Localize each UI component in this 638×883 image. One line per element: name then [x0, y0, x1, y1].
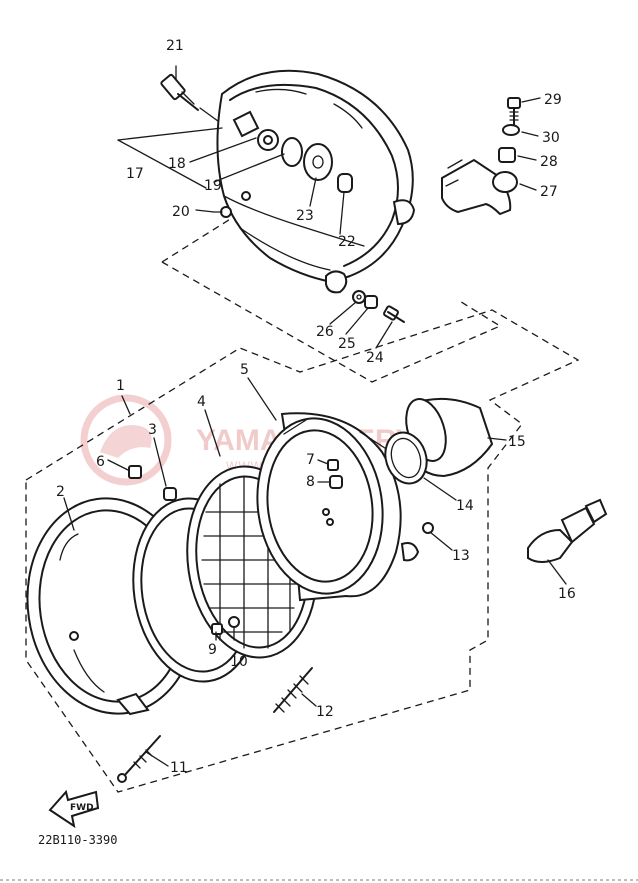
part-5-reflector-case [256, 412, 420, 602]
part-label-19: 19 [204, 178, 222, 194]
part-label-27: 27 [540, 184, 558, 200]
part-label-23: 23 [296, 208, 314, 224]
group-boundaries [25, 217, 580, 793]
part-label-3: 3 [148, 422, 157, 438]
part-label-25: 25 [338, 336, 356, 352]
part-label-15: 15 [508, 434, 526, 450]
part-label-14: 14 [456, 498, 474, 514]
bulb-socket-boot [384, 397, 494, 485]
part-label-28: 28 [540, 154, 558, 170]
part-label-26: 26 [316, 324, 334, 340]
part-label-18: 18 [168, 156, 186, 172]
part-label-5: 5 [240, 362, 249, 378]
part-label-2: 2 [56, 484, 65, 500]
part-label-29: 29 [544, 92, 562, 108]
part-12-spring [273, 667, 313, 713]
adjust-screw-set [352, 290, 405, 323]
part-label-7: 7 [306, 452, 315, 468]
part-16-bulb [527, 498, 608, 563]
mount-bracket [441, 97, 521, 216]
part-label-6: 6 [96, 454, 105, 470]
watermark-logo-icon [80, 394, 172, 486]
leader-lines [63, 97, 567, 767]
part-label-21: 21 [166, 38, 184, 54]
part-label-30: 30 [542, 130, 560, 146]
headlight-housing [213, 69, 416, 294]
part-label-12: 12 [316, 704, 334, 720]
part-label-8: 8 [306, 474, 315, 490]
part-label-10: 10 [230, 654, 248, 670]
part-labels: 1 2 3 4 5 6 7 8 9 10 11 12 13 14 15 16 1… [56, 38, 576, 776]
part-11-screw [117, 735, 161, 783]
diagram-code: 22B110-3390 [38, 833, 117, 847]
part-label-17: 17 [126, 166, 144, 182]
part-21-bolt [160, 65, 223, 125]
part-label-16: 16 [558, 586, 576, 602]
part-label-20: 20 [172, 204, 190, 220]
part-label-4: 4 [197, 394, 206, 410]
part-label-1: 1 [116, 378, 125, 394]
small-fasteners [128, 465, 434, 635]
fwd-arrow-icon: FWD [48, 789, 100, 829]
part-label-9: 9 [208, 642, 217, 658]
part-label-24: 24 [366, 350, 384, 366]
fwd-label: FWD [70, 803, 94, 813]
part-label-22: 22 [338, 234, 356, 250]
part-label-11: 11 [170, 760, 188, 776]
part-label-13: 13 [452, 548, 470, 564]
